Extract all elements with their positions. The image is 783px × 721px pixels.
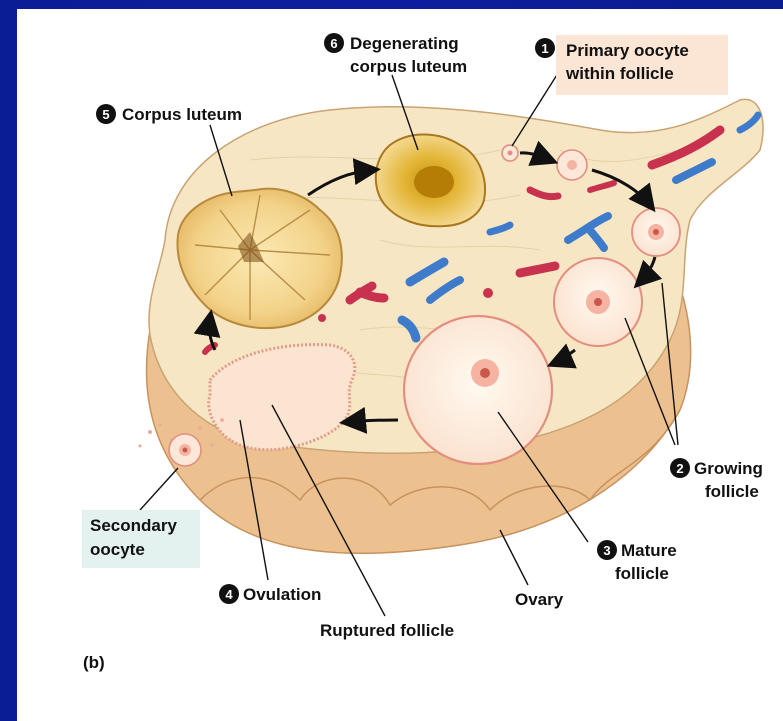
growing-follicle-small [632,208,680,256]
svg-text:4: 4 [225,587,233,602]
mature-follicle [404,316,552,464]
ovary-label: Ovary [515,590,564,609]
growing-label-line1: Growing [694,459,763,478]
step-1-badge: 1 [535,38,555,58]
degenerating-label-line2: corpus luteum [350,57,467,76]
secondary-label-line2: oocyte [90,540,145,559]
svg-text:3: 3 [603,543,610,558]
step-2-badge: 2 [670,458,690,478]
primary-follicle [557,150,587,180]
secondary-label-line1: Secondary [90,516,177,535]
growing-follicle-large [554,258,642,346]
primary-label-line2: within follicle [565,64,674,83]
ovulation-label: Ovulation [243,585,321,604]
primary-label-line1: Primary oocyte [566,41,689,60]
step-6-badge: 6 [324,33,344,53]
growing-label-line2: follicle [705,482,759,501]
step-5-badge: 5 [96,104,116,124]
mature-label-line1: Mature [621,541,677,560]
svg-text:2: 2 [676,461,683,476]
svg-text:6: 6 [330,36,337,51]
svg-text:1: 1 [541,41,548,56]
degenerating-label-line1: Degenerating [350,34,459,53]
secondary-oocyte [169,434,201,466]
step-4-badge: 4 [219,584,239,604]
mature-label-line2: follicle [615,564,669,583]
panel-letter: (b) [83,653,105,672]
primary-oocyte [502,145,518,161]
svg-text:5: 5 [102,107,109,122]
step-3-badge: 3 [597,540,617,560]
ruptured-follicle-label: Ruptured follicle [320,621,454,640]
corpus-luteum-label: Corpus luteum [122,105,242,124]
